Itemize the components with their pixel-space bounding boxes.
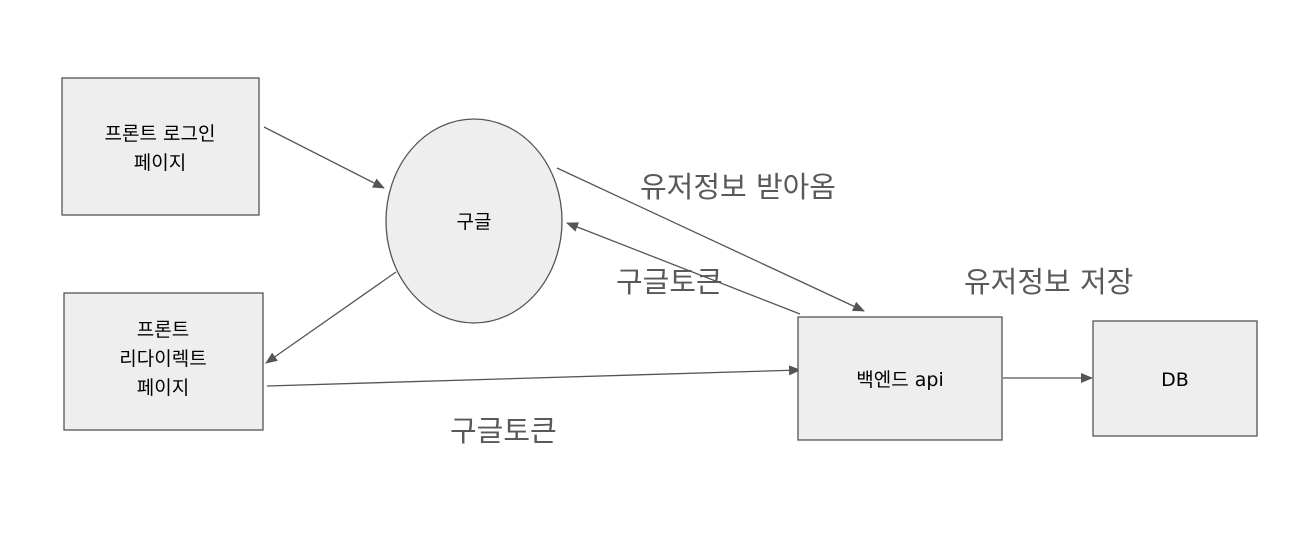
edge-label-user-info-saved: 유저정보 저장	[964, 265, 1133, 299]
google-ellipse	[385, 118, 563, 324]
front-redirect-label-line1: 프론트	[137, 319, 189, 341]
front-login-label-line2: 페이지	[134, 152, 186, 174]
db-box	[1092, 320, 1258, 437]
db-label: DB	[1161, 369, 1189, 391]
front-redirect-label-line3: 페이지	[137, 377, 189, 399]
edge-redirect-to-backend	[266, 365, 801, 387]
edge-google-to-redirect	[265, 271, 397, 364]
edge-backend-to-google	[566, 222, 801, 315]
edge-label-google-token-lower: 구글토큰	[450, 414, 557, 448]
front-redirect-label-line2: 리다이렉트	[119, 348, 206, 370]
front-login-box	[61, 77, 260, 216]
front-redirect-box	[63, 292, 264, 431]
edge-google-to-backend	[556, 167, 865, 312]
node-front-redirect-page: 프론트 리다이렉트 페이지	[63, 292, 264, 431]
node-front-login-page: 프론트 로그인 페이지	[61, 77, 260, 216]
edge-label-google-token-upper: 구글토큰	[616, 265, 723, 299]
node-backend-api: 백엔드 api	[797, 316, 1003, 441]
node-db: DB	[1092, 320, 1258, 437]
backend-label: 백엔드 api	[856, 369, 943, 391]
node-google: 구글	[385, 118, 563, 324]
edge-login-to-google	[263, 126, 385, 189]
google-label: 구글	[457, 211, 492, 233]
backend-box	[797, 316, 1003, 441]
front-login-label-line1: 프론트 로그인	[105, 123, 216, 145]
edge-label-user-info-received: 유저정보 받아옴	[640, 170, 836, 204]
